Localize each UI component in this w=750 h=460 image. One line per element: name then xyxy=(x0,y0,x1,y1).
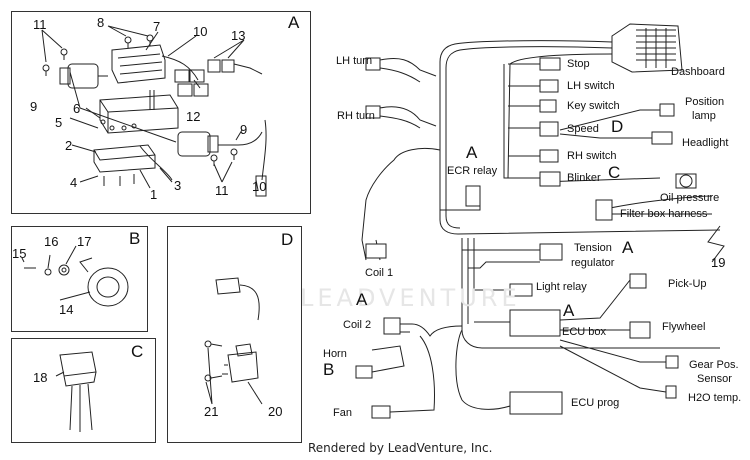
label-oil-pressure: Oil pressure xyxy=(660,192,720,204)
part-number-17: 17 xyxy=(77,234,92,249)
part-number-11b: 11 xyxy=(215,183,229,198)
label-dashboard: Dashboard xyxy=(671,66,725,78)
label-stop: Stop xyxy=(567,58,590,70)
label-speed: Speed xyxy=(567,123,599,135)
label-rh-switch: RH switch xyxy=(567,150,617,162)
label-ecu-prog: ECU prog xyxy=(571,397,620,409)
part-number-15: 15 xyxy=(12,246,27,261)
label-h2o-temp: H2O temp. xyxy=(688,392,742,404)
panel-a-letter: A xyxy=(288,13,300,32)
ref-a-tension-regulator: A xyxy=(622,238,634,257)
part-number-20: 20 xyxy=(268,404,283,419)
label-gear-pos-2: Sensor xyxy=(697,373,732,385)
panel-d xyxy=(167,226,302,443)
part-number-1: 1 xyxy=(150,187,158,202)
panel-d-letter: D xyxy=(281,230,294,249)
part-number-21: 21 xyxy=(204,404,219,419)
panel-c-letter: C xyxy=(131,342,144,361)
ref-a-ecu-box: A xyxy=(563,301,575,320)
part-number-12: 12 xyxy=(186,109,201,124)
label-lh-turn: LH turn xyxy=(336,55,373,67)
label-light-relay: Light relay xyxy=(536,281,587,293)
part-number-6: 6 xyxy=(73,101,81,116)
label-coil-1: Coil 1 xyxy=(365,267,394,279)
part-number-8: 8 xyxy=(97,15,105,30)
ref-a-coil: A xyxy=(356,290,368,309)
part-number-2: 2 xyxy=(65,138,73,153)
part-number-7: 7 xyxy=(153,19,161,34)
part-number-10b: 10 xyxy=(252,179,267,194)
part-number-10: 10 xyxy=(193,24,208,39)
label-lh-switch: LH switch xyxy=(567,80,615,92)
label-filter-box-harness: Filter box harness xyxy=(620,208,708,220)
ref-c-blinker: C xyxy=(608,163,621,182)
label-pick-up: Pick-Up xyxy=(668,278,707,290)
label-blinker: Blinker xyxy=(567,172,601,184)
label-gear-pos-1: Gear Pos. xyxy=(689,359,739,371)
part-number-9b: 9 xyxy=(240,122,248,137)
label-tension-regulator-2: regulator xyxy=(571,257,615,269)
part-number-3: 3 xyxy=(174,178,182,193)
label-fan: Fan xyxy=(333,407,352,419)
ref-d-speed: D xyxy=(611,117,624,136)
label-coil-2: Coil 2 xyxy=(343,319,372,331)
label-tension-regulator-1: Tension xyxy=(574,242,612,254)
watermark: LEADVENTURE xyxy=(300,284,521,312)
label-ecr-relay: ECR relay xyxy=(447,165,498,177)
part-number-19: 19 xyxy=(711,255,726,270)
label-key-switch: Key switch xyxy=(567,100,620,112)
panel-c xyxy=(11,338,156,443)
label-position-lamp-1: Position xyxy=(685,96,725,108)
part-number-4: 4 xyxy=(70,175,78,190)
part-number-9: 9 xyxy=(30,99,38,114)
label-headlight: Headlight xyxy=(682,137,729,149)
panel-b-letter: B xyxy=(129,229,141,248)
ref-a-ecr-relay: A xyxy=(466,143,478,162)
part-number-18: 18 xyxy=(33,370,48,385)
label-ecu-box: ECU box xyxy=(562,326,607,338)
label-horn: Horn xyxy=(323,348,347,360)
part-number-14: 14 xyxy=(59,302,74,317)
panel-b xyxy=(11,226,148,332)
part-number-11: 11 xyxy=(33,17,47,32)
part-number-13: 13 xyxy=(231,28,246,43)
label-flywheel: Flywheel xyxy=(662,321,706,333)
label-rh-turn: RH turn xyxy=(337,110,375,122)
footer-credit: Rendered by LeadVenture, Inc. xyxy=(308,441,493,455)
part-number-5: 5 xyxy=(55,115,63,130)
panel-a xyxy=(11,11,311,214)
ref-b-horn: B xyxy=(323,360,335,379)
part-number-16: 16 xyxy=(44,234,59,249)
label-position-lamp-2: lamp xyxy=(692,110,716,122)
